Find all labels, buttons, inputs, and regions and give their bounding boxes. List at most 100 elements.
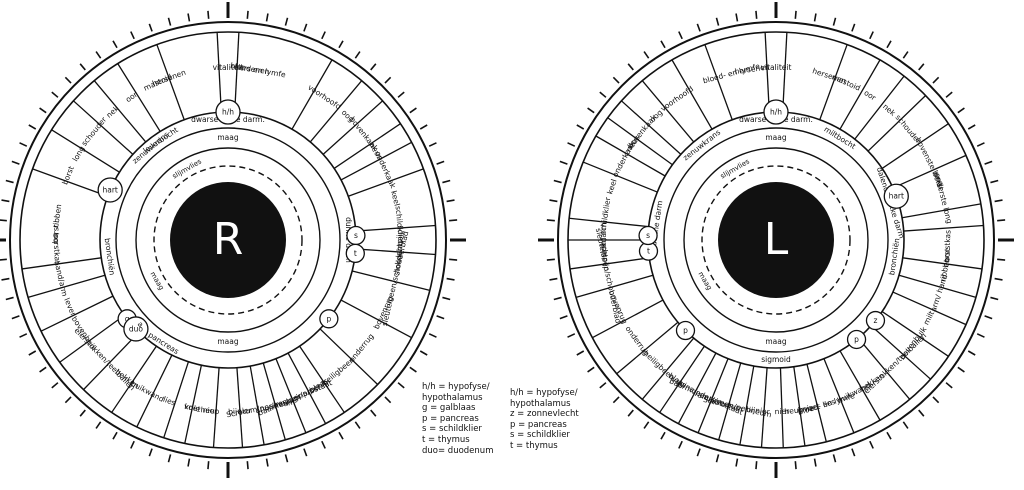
tick-mark: [612, 76, 620, 84]
organ-label: oor: [862, 88, 878, 103]
sector-divider: [867, 95, 927, 152]
tick-mark: [957, 366, 965, 373]
sector-divider: [595, 135, 666, 177]
tick-mark: [19, 333, 28, 338]
marker-label: s: [646, 231, 650, 240]
marker-label: hart: [102, 185, 117, 194]
organ-label: mastoid: [831, 72, 862, 93]
tick-mark: [886, 431, 892, 440]
marker-circle: [319, 309, 339, 329]
organ-label: vitaliteit: [761, 63, 792, 72]
zone-label: slijmvlies: [171, 157, 203, 180]
marker-label: g: [125, 314, 130, 323]
marker-label: p: [683, 326, 688, 335]
tick-mark: [397, 91, 405, 98]
sector-divider: [575, 274, 654, 298]
organ-label: heup: [784, 405, 804, 416]
sector-divider: [117, 63, 161, 132]
tick-mark: [187, 458, 191, 467]
organ-label: schildklier: [598, 196, 612, 236]
zone-label: bronchiën: [103, 238, 117, 276]
tick-mark: [428, 333, 437, 338]
marker-label: h/h: [770, 108, 782, 117]
marker-circle: [97, 177, 123, 203]
tick-mark: [994, 199, 1003, 203]
tick-mark: [112, 431, 118, 440]
marker-circle: [846, 329, 867, 350]
sector-divider: [616, 321, 679, 375]
sector-divider: [779, 367, 784, 448]
marker-label: t: [647, 247, 650, 256]
tick-mark: [994, 277, 1003, 281]
zone-label: maag: [697, 270, 714, 291]
tick-mark: [338, 40, 344, 49]
tick-mark: [869, 31, 874, 40]
tick-mark: [51, 91, 59, 98]
sector-divider: [355, 224, 436, 232]
sector-divider: [881, 123, 949, 169]
zone-label: slijmvlies: [719, 157, 751, 180]
tick-mark: [11, 315, 20, 320]
tick-mark: [321, 31, 326, 40]
sector-divider: [212, 367, 220, 448]
marker-circle: [763, 99, 789, 125]
legend-line: s = schildklier: [510, 430, 570, 441]
sector-divider: [40, 295, 114, 332]
tick-mark: [39, 366, 47, 373]
tick-mark: [436, 315, 445, 320]
tick-mark: [354, 421, 361, 429]
tick-mark: [735, 458, 739, 467]
tick-mark: [559, 315, 568, 320]
organ-label: borst: [941, 248, 952, 268]
outer-ring: [557, 21, 995, 459]
marker-circle: [675, 320, 696, 341]
zone-label: maag: [149, 270, 166, 291]
sector-divider: [760, 367, 768, 448]
sector-divider: [901, 203, 981, 219]
sector-divider: [287, 352, 327, 424]
tick-mark: [678, 440, 683, 449]
sector-divider: [93, 80, 147, 143]
tick-mark: [79, 409, 86, 417]
tick-mark: [932, 76, 940, 84]
organ-label: lies: [822, 397, 837, 410]
sector-divider: [83, 331, 140, 391]
sector-divider: [902, 257, 983, 270]
organ-label: mastoid: [142, 72, 173, 93]
tick-mark: [660, 431, 666, 440]
sector-divider: [262, 362, 286, 441]
legend-line: hypothalamus: [510, 398, 571, 409]
tick-mark: [384, 76, 392, 84]
organ-label: voet: [803, 402, 821, 414]
tick-mark: [0, 258, 7, 261]
marker-label: duo: [129, 324, 144, 333]
tick-mark: [967, 124, 976, 130]
sector-divider: [641, 80, 695, 143]
tick-ring: [0, 2, 466, 478]
organ-label: nier: [775, 407, 791, 417]
tick-mark: [419, 350, 428, 356]
legend-line: p = pancreas: [422, 413, 479, 424]
tick-mark: [755, 10, 758, 19]
tick-mark: [660, 40, 666, 49]
tick-mark: [832, 17, 837, 26]
sector-divider: [839, 350, 881, 421]
organ-label: oor: [124, 89, 140, 104]
tick-mark: [370, 63, 377, 71]
organ-label: slokdarm: [599, 223, 608, 258]
organ-label: onderste long: [933, 172, 954, 225]
sector-divider: [704, 44, 733, 120]
tick-mark: [1, 277, 10, 281]
tick-mark: [990, 179, 999, 184]
tick-mark: [265, 458, 269, 467]
sector-divider: [291, 59, 333, 130]
sector-divider: [111, 345, 157, 413]
sector-divider: [819, 44, 848, 120]
sector-divider: [782, 32, 788, 113]
tick-mark: [696, 23, 701, 32]
zone-label: bronchiën: [887, 237, 901, 275]
sector-divider: [718, 362, 742, 441]
tick-mark: [678, 31, 683, 40]
tick-mark: [813, 13, 817, 22]
